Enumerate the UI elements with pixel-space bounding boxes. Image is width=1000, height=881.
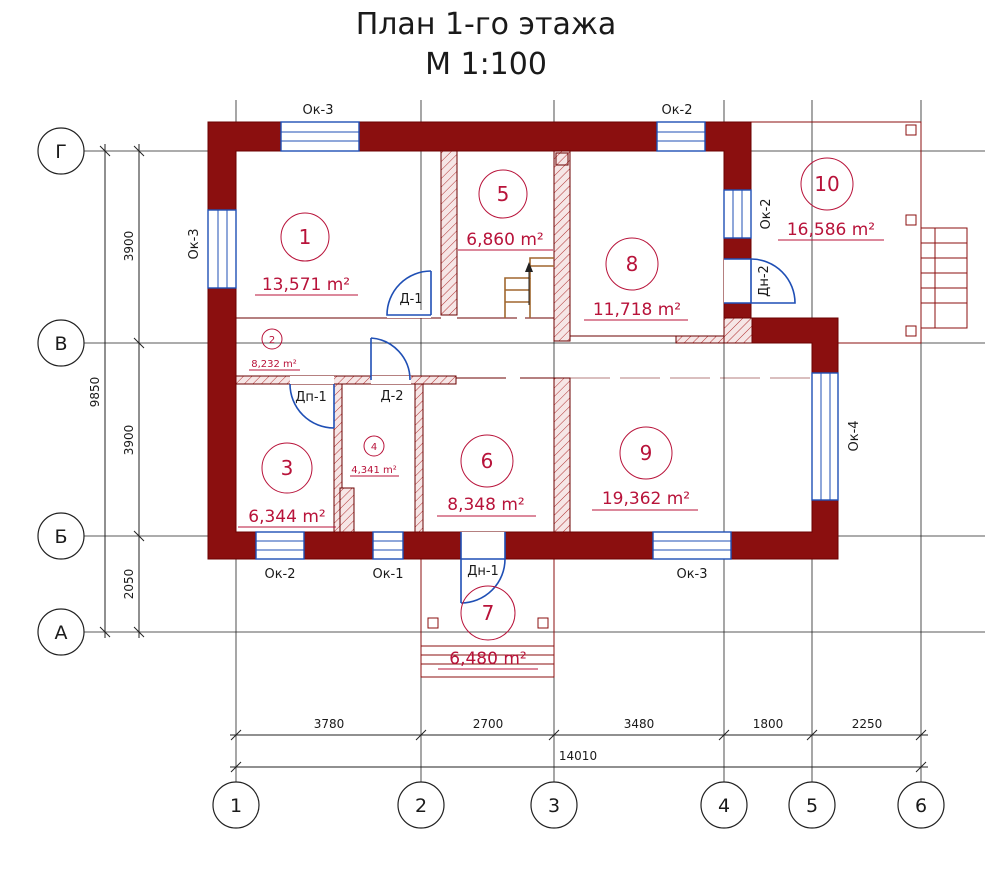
dimension-value: 3900 — [122, 231, 136, 262]
room-number: 1 — [299, 225, 312, 249]
svg-text:3: 3 — [548, 795, 560, 817]
dimension-value: 2250 — [852, 717, 883, 731]
room-8: 8 11,718 m² — [584, 237, 688, 321]
exterior-walls — [207, 121, 839, 560]
dimension-value: 2050 — [122, 569, 136, 600]
dimension-chain-vertical — [99, 144, 145, 638]
room-number: 8 — [626, 252, 639, 276]
dimension-value: 3780 — [314, 717, 345, 731]
doors — [289, 258, 796, 604]
svg-text:Б: Б — [54, 526, 67, 548]
window-label: Ок-2 — [264, 567, 295, 582]
door-label: Д-1 — [399, 292, 422, 307]
svg-text:1: 1 — [230, 795, 242, 817]
room-number: 7 — [482, 601, 495, 625]
axis-marker-col-3: 3 — [530, 781, 578, 829]
room-1: 1 13,571 m² — [255, 212, 358, 296]
room-number: 4 — [371, 442, 377, 453]
svg-text:2: 2 — [415, 795, 427, 817]
svg-text:Г: Г — [55, 141, 67, 163]
door-label: Д-2 — [380, 389, 403, 404]
window-label: Ок-3 — [187, 228, 202, 259]
axis-marker-row-b: Б — [37, 512, 85, 560]
door-label: Дн-2 — [757, 265, 772, 297]
dimension-total: 14010 — [559, 749, 597, 763]
svg-text:В: В — [54, 333, 67, 355]
dimension-value: 2700 — [473, 717, 504, 731]
svg-text:6: 6 — [915, 795, 927, 817]
axis-marker-col-6: 6 — [897, 781, 945, 829]
room-9: 9 19,362 m² — [592, 426, 698, 511]
room-number: 9 — [640, 441, 653, 465]
room-number: 5 — [497, 182, 510, 206]
room-10: 10 16,586 m² — [778, 157, 884, 241]
room-area: 6,480 m² — [449, 649, 526, 669]
window-label: Ок-3 — [676, 567, 707, 582]
room-area: 4,341 m² — [351, 465, 397, 476]
room-2: 2 8,232 m² — [249, 328, 300, 371]
axis-marker-col-4: 4 — [700, 781, 748, 829]
room-number: 3 — [281, 456, 294, 480]
dimension-total: 9850 — [88, 377, 102, 408]
drawing-title: План 1-го этажа — [356, 7, 617, 42]
room-area: 19,362 m² — [602, 489, 690, 509]
room-3: 3 6,344 m² — [238, 442, 336, 528]
window-label: Ок-3 — [302, 103, 333, 118]
axis-marker-row-a: А — [37, 608, 85, 656]
dimension-value: 1800 — [753, 717, 784, 731]
room-area: 13,571 m² — [262, 275, 350, 295]
windows — [207, 121, 839, 560]
room-area: 6,344 m² — [248, 507, 325, 527]
room-number: 2 — [269, 335, 275, 346]
room-7: 7 6,480 m² — [438, 585, 538, 670]
window-label: Ок-4 — [847, 420, 862, 451]
svg-text:4: 4 — [718, 795, 730, 817]
svg-text:А: А — [55, 622, 68, 644]
room-area: 6,860 m² — [466, 230, 543, 250]
window-label: Ок-2 — [759, 198, 774, 229]
room-area: 8,232 m² — [251, 359, 297, 370]
door-label: Дн-1 — [467, 564, 499, 579]
room-area: 11,718 m² — [593, 300, 681, 320]
window-label: Ок-1 — [372, 567, 403, 582]
axis-marker-row-g: Г — [37, 127, 85, 175]
room-4: 4 4,341 m² — [350, 435, 399, 477]
room-number: 6 — [481, 449, 494, 473]
dimension-chain-horizontal — [230, 729, 928, 773]
room-area: 16,586 m² — [787, 220, 875, 240]
room-area: 8,348 m² — [447, 495, 524, 515]
dimension-value: 3480 — [624, 717, 655, 731]
drawing-scale: М 1:100 — [425, 47, 547, 82]
window-label: Ок-2 — [661, 103, 692, 118]
dimension-value: 3900 — [122, 425, 136, 456]
axis-marker-row-v: В — [37, 319, 85, 367]
axis-marker-col-2: 2 — [397, 781, 445, 829]
interior-partitions — [235, 150, 812, 533]
stair — [504, 257, 554, 318]
room-6: 6 8,348 m² — [437, 434, 536, 517]
door-label: Дп-1 — [295, 390, 327, 405]
axis-marker-col-1: 1 — [212, 781, 260, 829]
svg-text:5: 5 — [806, 795, 818, 817]
room-number: 10 — [814, 172, 839, 196]
axis-marker-col-5: 5 — [788, 781, 836, 829]
room-5: 5 6,860 m² — [458, 169, 553, 251]
